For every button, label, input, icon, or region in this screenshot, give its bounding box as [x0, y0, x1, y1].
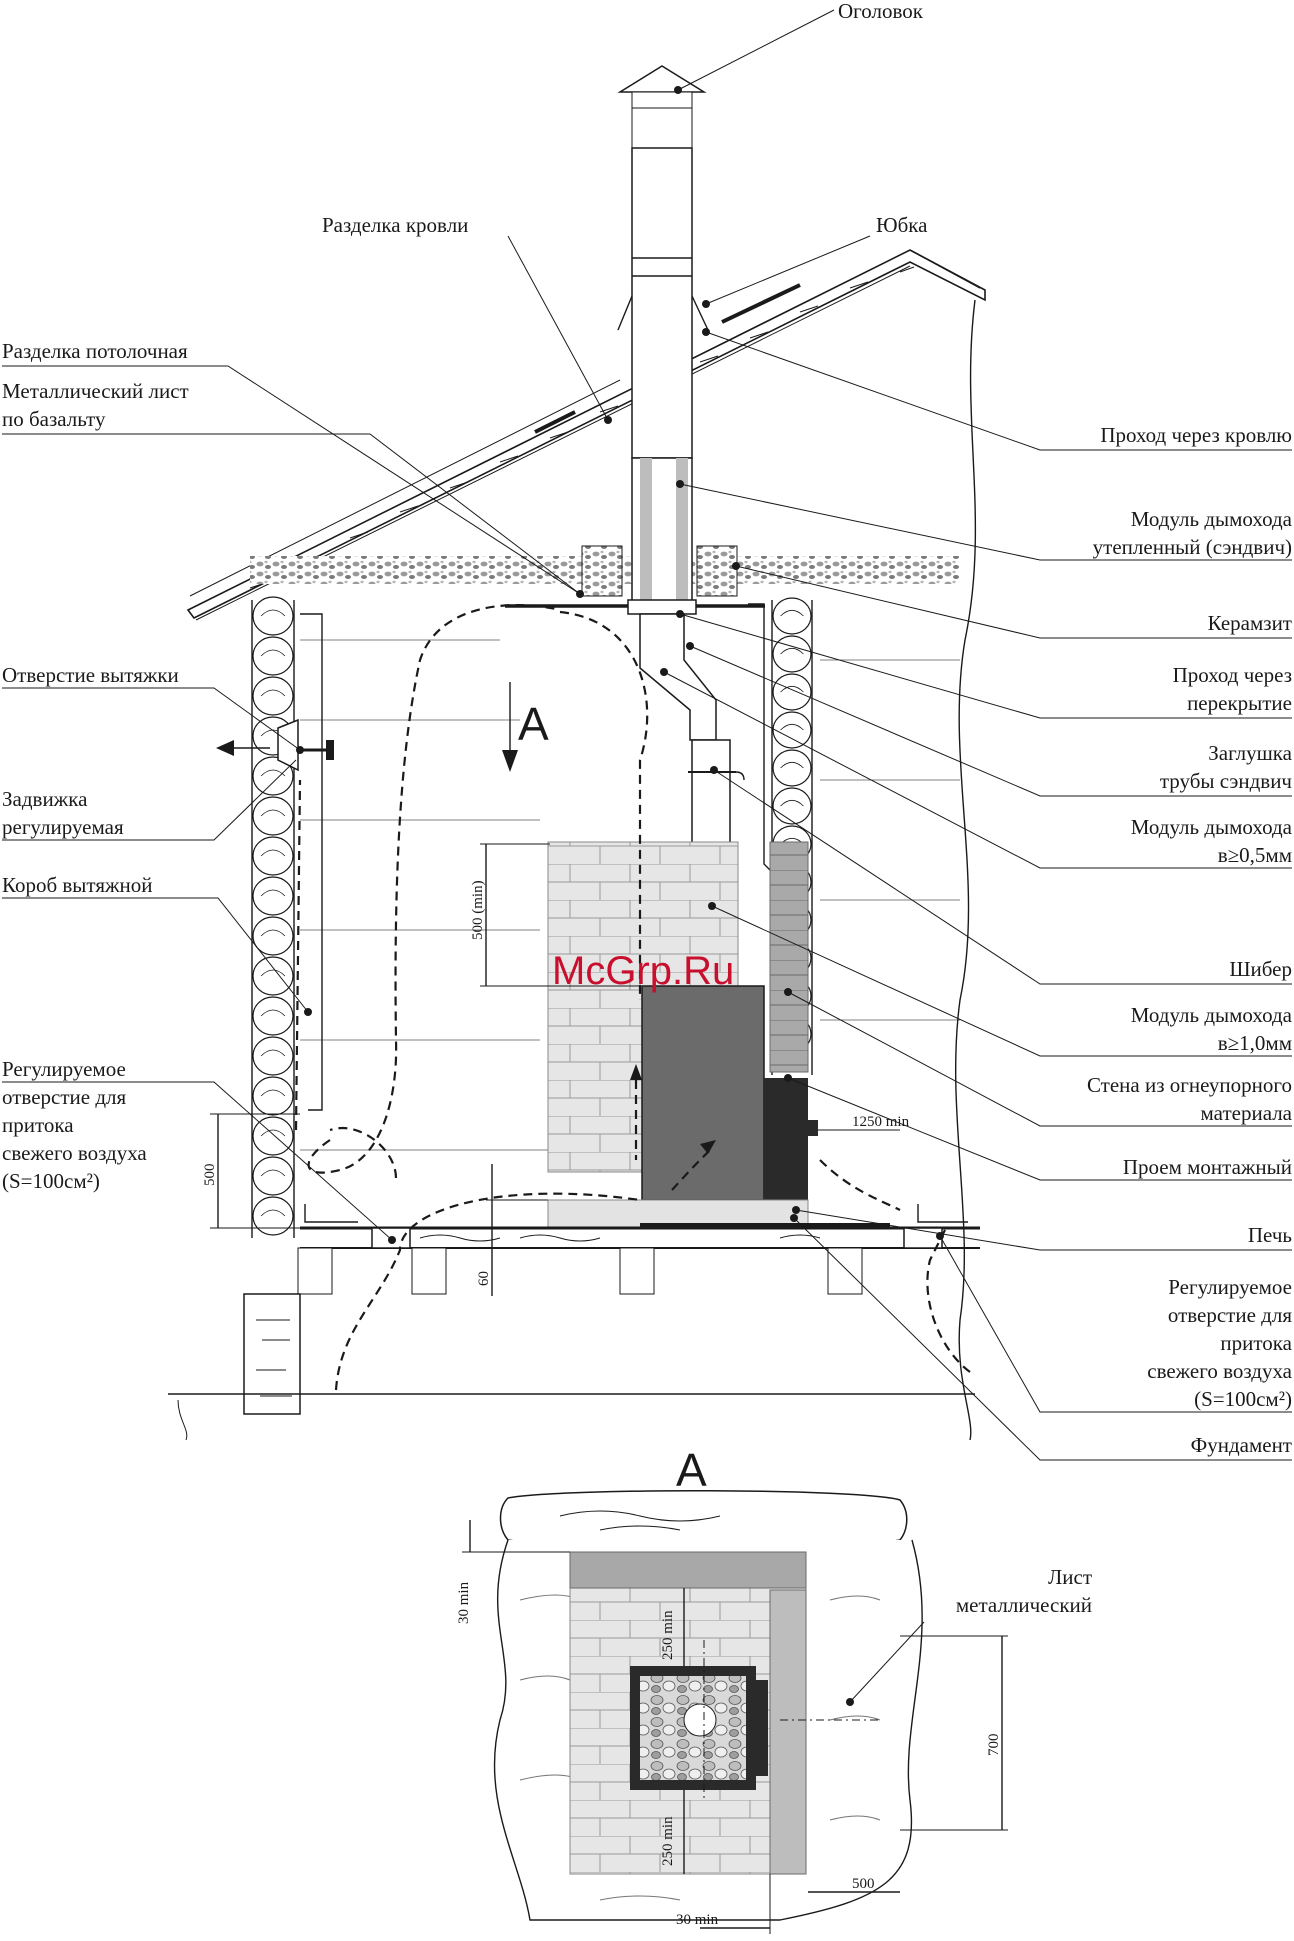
section-mark-upper: А: [502, 682, 549, 772]
dim-30-min-bottom: 30 min: [676, 1912, 719, 1928]
label-keramzit: Керамзит: [1208, 611, 1292, 635]
label-otverstie-vytyazhki: Отверстие вытяжки: [2, 663, 179, 687]
label-ogolovok: Оголовок: [838, 0, 924, 23]
dimension-lines: [210, 843, 900, 1296]
label-zadvizhka-1: Задвижка: [2, 787, 88, 811]
label-prokhod-krovlyu: Проход через кровлю: [1100, 423, 1292, 447]
label-stena-1: Стена из огнеупорного: [1087, 1073, 1292, 1097]
log-end: [772, 673, 812, 711]
log-wall-left: [251, 596, 295, 1238]
dim-30-min-left: 30 min: [456, 1581, 472, 1624]
dim-500-bottom: 500: [852, 1876, 875, 1892]
label-reg-right-3: притока: [1220, 1331, 1292, 1355]
label-yubka: Юбка: [876, 213, 928, 237]
log-end: [772, 749, 812, 787]
log-end: [772, 787, 812, 825]
label-modul-10-2: в≥1,0мм: [1218, 1031, 1292, 1055]
log-end: [252, 876, 294, 916]
section-mark-lower-label: А: [676, 1444, 707, 1496]
label-reg-left-5: (S=100см²): [2, 1169, 100, 1193]
floor: [168, 1199, 980, 1441]
label-modul-uteplenny-2: утепленный (сэндвич): [1093, 535, 1292, 559]
label-fundament: Фундамент: [1191, 1433, 1292, 1457]
log-end: [772, 711, 812, 749]
label-reg-right-5: (S=100см²): [1194, 1387, 1292, 1411]
log-end: [252, 1076, 294, 1116]
log-end: [252, 916, 294, 956]
dim-700: 700: [986, 1734, 1002, 1757]
log-end: [252, 1156, 294, 1196]
log-end: [252, 996, 294, 1036]
label-reg-right-2: отверстие для: [1168, 1303, 1292, 1327]
label-modul-05-1: Модуль дымохода: [1131, 815, 1293, 839]
log-end: [252, 1196, 294, 1236]
log-end: [772, 635, 812, 673]
label-razdelka-krovli: Разделка кровли: [322, 213, 468, 237]
log-end: [252, 1036, 294, 1076]
log-end: [252, 676, 294, 716]
label-reg-left-2: отверстие для: [2, 1085, 126, 1109]
chimney: [617, 65, 771, 981]
leader-lines: [2, 9, 1292, 1461]
label-metal-list-1: Металлический лист: [2, 379, 189, 403]
label-reg-right-4: свежего воздуха: [1147, 1359, 1292, 1383]
label-pech: Печь: [1248, 1223, 1292, 1247]
dim-250-min-top: 250 min: [660, 1610, 676, 1660]
plan-view: [462, 1490, 1008, 1934]
label-razdelka-potolochnaya: Разделка потолочная: [2, 339, 188, 363]
label-modul-10-1: Модуль дымохода: [1131, 1003, 1293, 1027]
log-end: [252, 1116, 294, 1156]
exhaust-duct: [216, 613, 334, 1111]
ceiling-pass-box-right: [696, 545, 738, 597]
log-end: [252, 596, 294, 636]
dim-60: 60: [476, 1271, 492, 1286]
airflow-paths: [294, 603, 971, 1391]
label-proem: Проем монтажный: [1123, 1155, 1292, 1179]
label-modul-uteplenny-1: Модуль дымохода: [1131, 507, 1293, 531]
label-stena-2: материала: [1201, 1101, 1293, 1125]
label-reg-right-1: Регулируемое: [1168, 1275, 1292, 1299]
label-reg-left-1: Регулируемое: [2, 1057, 126, 1081]
label-zaglushka-1: Заглушка: [1208, 741, 1292, 765]
label-prokhod-perekrytie-1: Проход через: [1173, 663, 1292, 687]
dim-500-min: 500 (min): [470, 880, 486, 940]
log-end: [252, 796, 294, 836]
label-reg-left-4: свежего воздуха: [2, 1141, 147, 1165]
log-end: [252, 636, 294, 676]
leader-dots: [296, 86, 944, 1244]
log-end: [252, 836, 294, 876]
section-mark-lower: А: [660, 1444, 720, 1496]
log-end: [252, 956, 294, 996]
label-modul-05-2: в≥0,5мм: [1218, 843, 1292, 867]
label-reg-left-3: притока: [2, 1113, 74, 1137]
label-list-metal-1: Лист: [1048, 1565, 1092, 1589]
dim-250-min-bottom: 250 min: [660, 1816, 676, 1866]
label-list-metal-2: металлический: [956, 1593, 1092, 1617]
stove: [641, 985, 818, 1201]
label-korob-vytyazhnoy: Короб вытяжной: [2, 873, 152, 897]
log-end: [252, 756, 294, 796]
label-zaglushka-2: трубы сэндвич: [1160, 769, 1293, 793]
watermark: McGrp.Ru: [552, 949, 734, 993]
dim-1250-min: 1250 min: [852, 1114, 910, 1130]
label-metal-list-2: по базальту: [2, 407, 106, 431]
dim-500-left: 500: [202, 1164, 218, 1187]
label-prokhod-perekrytie-2: перекрытие: [1187, 691, 1292, 715]
label-zadvizhka-2: регулируемая: [2, 815, 124, 839]
log-end: [772, 597, 812, 635]
section-mark-upper-label: А: [518, 698, 549, 750]
ceiling-pass-box-left: [581, 545, 623, 597]
label-shiber: Шибер: [1229, 957, 1292, 981]
